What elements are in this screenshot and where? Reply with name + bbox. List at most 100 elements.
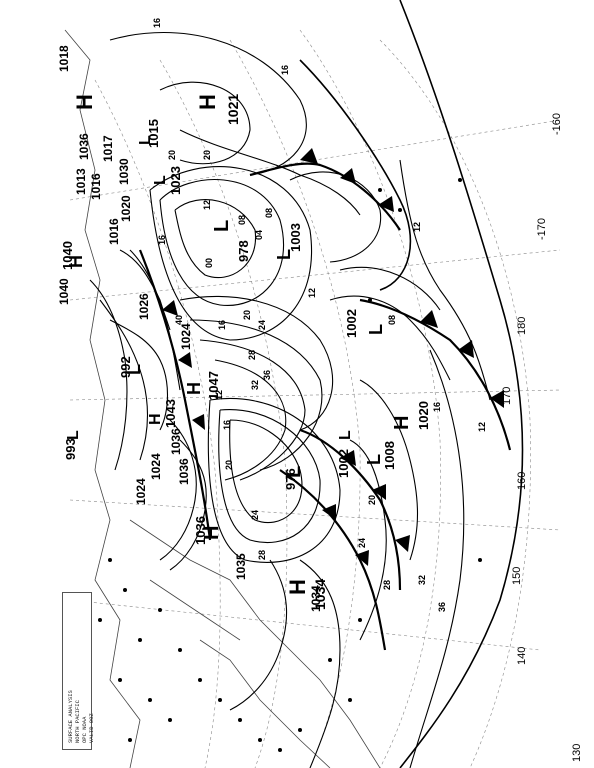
lon-label: 140 bbox=[516, 647, 528, 665]
center-value: 993 bbox=[63, 438, 78, 460]
isobar-label: 04 bbox=[254, 230, 264, 240]
isobar-label: 16 bbox=[222, 420, 232, 430]
pressure-value: 1026 bbox=[137, 293, 151, 320]
center-value: 978 bbox=[236, 240, 251, 262]
isobar-label: 36 bbox=[262, 370, 272, 380]
center-value: 1034 bbox=[312, 579, 328, 610]
pressure-value: 1016 bbox=[89, 173, 103, 200]
low-marker: L bbox=[337, 430, 354, 440]
legend-line: OPC NOAA bbox=[81, 716, 88, 743]
high-marker: H bbox=[184, 382, 204, 395]
isobar-label: 12 bbox=[214, 390, 224, 400]
isobar-label: 08 bbox=[264, 208, 274, 218]
center-value: 992 bbox=[118, 356, 133, 378]
legend-line: VALID 00Z bbox=[88, 713, 95, 743]
map-legend-box: SURFACE ANALYSIS NORTH PACIFIC OPC NOAA … bbox=[62, 592, 95, 750]
high-marker: H bbox=[72, 94, 97, 110]
fronts bbox=[138, 148, 512, 651]
isobar-label: 24 bbox=[257, 320, 267, 330]
pressure-value: 1024 bbox=[179, 323, 193, 350]
center-value: 1020 bbox=[416, 401, 431, 430]
isobar-label: 20 bbox=[367, 495, 377, 505]
center-value: 1021 bbox=[225, 94, 241, 125]
station-plots bbox=[98, 178, 482, 752]
center-value: 976 bbox=[283, 468, 298, 490]
isobar-label: 12 bbox=[477, 422, 487, 432]
pressure-value: 1040 bbox=[57, 278, 71, 305]
isobar-label: 20 bbox=[224, 460, 234, 470]
isobar-label: 36 bbox=[437, 602, 447, 612]
isobar-label: 40 bbox=[174, 315, 184, 325]
pressure-value-boxes: 1013 1016 1036 1017 1030 1016 1020 1026 … bbox=[57, 133, 323, 612]
high-marker: H bbox=[147, 413, 164, 425]
pressure-value: 1036 bbox=[177, 458, 191, 485]
isobar-label: 12 bbox=[307, 288, 317, 298]
isobar-label: 16 bbox=[217, 320, 227, 330]
high-marker: H bbox=[201, 526, 223, 540]
center-value: 1036 bbox=[193, 516, 208, 545]
pressure-value: 1035 bbox=[234, 553, 248, 580]
isobar-label: 00 bbox=[204, 258, 214, 268]
longitude-labels: -160 -170 180 170 160 150 140 130 bbox=[501, 113, 583, 762]
center-value: 1002 bbox=[336, 449, 351, 478]
coastline bbox=[64, 29, 381, 768]
center-value: 1043 bbox=[163, 399, 178, 428]
center-value: 1003 bbox=[288, 223, 303, 252]
lon-label: -160 bbox=[551, 113, 563, 135]
low-marker: L bbox=[274, 249, 294, 260]
isobar-label: 12 bbox=[202, 200, 212, 210]
isobar-label: 28 bbox=[247, 350, 257, 360]
center-value: 1023 bbox=[168, 166, 183, 195]
pressure-value: 1030 bbox=[117, 158, 131, 185]
pressure-value: 1013 bbox=[74, 168, 88, 195]
isobar-label: 16 bbox=[152, 18, 162, 28]
center-value: 1008 bbox=[382, 441, 397, 470]
isobar-label: 20 bbox=[167, 150, 177, 160]
high-marker: H bbox=[285, 579, 310, 595]
isobar-label: 32 bbox=[250, 380, 260, 390]
low-marker: L bbox=[364, 454, 384, 465]
pressure-value: 1017 bbox=[101, 135, 115, 162]
low-marker: L bbox=[366, 324, 386, 335]
isobar-label: 16 bbox=[157, 235, 167, 245]
isobar-label: 16 bbox=[432, 402, 442, 412]
lon-label: 150 bbox=[511, 567, 523, 585]
pressure-value: 1020 bbox=[119, 195, 133, 222]
lon-label: 170 bbox=[501, 387, 513, 405]
isobar-label: 32 bbox=[417, 575, 427, 585]
legend-line: NORTH PACIFIC bbox=[74, 700, 81, 743]
pressure-centers: H 1021 H 1018 L 978 L 1003 L 1002 H 1020… bbox=[57, 45, 431, 610]
pressure-value: 1036 bbox=[169, 428, 183, 455]
low-marker: L bbox=[65, 430, 82, 440]
isobar-label: 08 bbox=[237, 215, 247, 225]
low-marker: L bbox=[137, 135, 154, 145]
low-marker: L bbox=[152, 175, 169, 185]
lon-label: 160 bbox=[516, 472, 528, 490]
isobar-label: 24 bbox=[250, 510, 260, 520]
low-marker: L bbox=[211, 220, 233, 232]
isobar-label: 12 bbox=[412, 222, 422, 232]
front-pips bbox=[162, 148, 504, 566]
low-marker: L bbox=[124, 364, 144, 375]
pressure-value: 1024 bbox=[134, 478, 148, 505]
isobar-label: 16 bbox=[280, 65, 290, 75]
high-marker: H bbox=[195, 94, 220, 110]
pressure-value: 1034 bbox=[309, 585, 323, 612]
center-value: 1002 bbox=[344, 309, 359, 338]
pressure-value: 1016 bbox=[107, 218, 121, 245]
isobar-label: 20 bbox=[242, 310, 252, 320]
high-marker: H bbox=[391, 416, 413, 430]
pressure-value: 1024 bbox=[149, 453, 163, 480]
isobars bbox=[89, 0, 524, 768]
isobar-label: 08 bbox=[387, 315, 397, 325]
center-value: 1040 bbox=[60, 241, 75, 270]
pressure-value: 1036 bbox=[77, 133, 91, 160]
lon-label: 180 bbox=[516, 317, 528, 335]
isobar-label: 28 bbox=[257, 550, 267, 560]
legend-line: SURFACE ANALYSIS bbox=[67, 690, 74, 743]
isobar-label: 24 bbox=[357, 538, 367, 548]
isobar-label: 20 bbox=[202, 150, 212, 160]
low-marker: L bbox=[283, 466, 305, 478]
center-value: 1018 bbox=[57, 45, 71, 72]
